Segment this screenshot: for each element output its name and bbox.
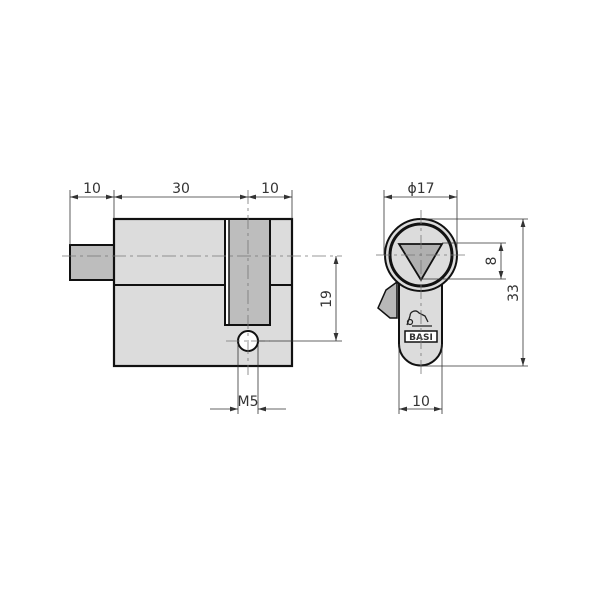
dim-triangle-height: 8	[484, 257, 500, 266]
dim-total-height: 33	[506, 284, 522, 302]
front-view: BASI ϕ17 8 33 10	[376, 181, 528, 414]
dim-front-length: 10	[261, 181, 279, 197]
dim-thread: M5	[238, 394, 259, 410]
cam-slot-inner	[229, 220, 269, 324]
side-view: 10 30 10 19 M5	[62, 181, 342, 414]
dim-diameter: ϕ17	[407, 181, 434, 197]
cam-pin	[69, 244, 115, 281]
dim-body-length: 30	[172, 181, 190, 197]
dim-width: 10	[412, 394, 430, 410]
dim-pin-length: 10	[83, 181, 101, 197]
triangle-marker	[397, 243, 444, 282]
dim-hole-height: 19	[319, 290, 335, 308]
cam-lever	[377, 280, 398, 319]
